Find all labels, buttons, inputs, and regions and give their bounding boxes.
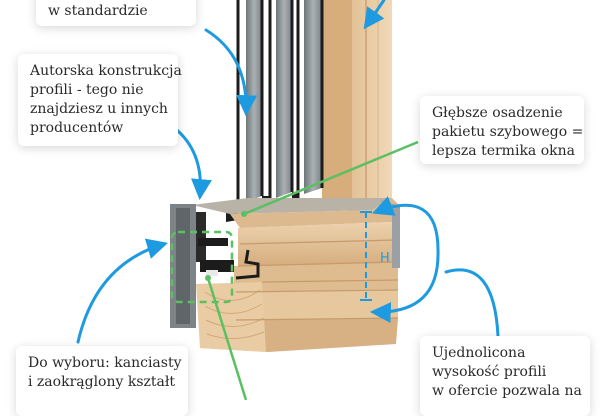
arrow-top-right [363,0,386,30]
callout-author-line-1: Autorska konstrukcja [30,63,182,79]
sash-wood-upper [238,222,398,266]
arrow-choose [76,238,169,344]
profile-groove-lines [235,239,399,321]
gasket-white [206,270,218,276]
end-grain-lines [204,289,265,339]
arrow-author [170,124,212,201]
gasket-black-2 [198,238,228,246]
callout-author-line-3: znajdziesz u innych [30,101,168,117]
glass-pane-outer [246,0,262,202]
gasket-black-3 [200,260,234,272]
seal-profile [235,249,260,280]
sash-top-wood [230,198,400,228]
callout-standard-line-1: w standardzie [48,3,148,19]
sash-wood-middle [234,262,398,292]
callout-unified-line-2: wysokość profili [432,364,547,380]
sash-top-face [192,198,392,214]
callout-unified-line-1: Ujednolicona [432,345,526,361]
arrow-top-left [204,28,258,117]
arrow-bracket [369,196,440,323]
vertical-frame-front [352,0,392,212]
callout-unified-line-3: w ofercie pozwala na [432,383,582,399]
green-leader-deeper [243,140,419,216]
green-leader-dot-1 [241,211,247,217]
callout-deeper-line-3: lepsza termika okna [432,143,575,159]
callout-author-line-2: profili - tego nie [30,82,144,98]
gasket-black-1 [196,212,206,262]
callout-choose-line-1: Do wyboru: kanciasty [28,355,182,371]
glass-pane-middle [276,0,292,198]
vertical-frame-side [322,0,352,212]
callout-deeper-line-2: pakietu szybowego = [432,124,584,140]
profile-highlight-box [170,230,234,304]
arrow-unified [444,268,500,338]
aluminium-trim-shadow [176,208,190,324]
callout-shape-choice: Do wyboru: kanciasty i zaokrąglony kszta… [16,346,188,416]
callout-deeper-glazing: Głębsze osadzenie pakietu szybowego = le… [420,96,584,164]
callout-standard: w standardzie [36,0,196,26]
green-leader-dot-2 [205,275,211,281]
height-marker-label: H [380,251,390,266]
callout-unified-height: Ujednolicona wysokość profili w ofercie … [420,336,590,416]
callout-choose-line-2: i zaokrąglony kształt [28,374,176,390]
green-leader-bottom [206,277,248,400]
window-profile-diagram: H [76,0,500,400]
callout-author-line-4: producentów [30,120,124,136]
callout-deeper-line-1: Głębsze osadzenie [432,105,563,121]
callout-author-construction: Autorska konstrukcja profili - tego nie … [18,54,182,146]
glass-pane-inner [304,0,322,194]
